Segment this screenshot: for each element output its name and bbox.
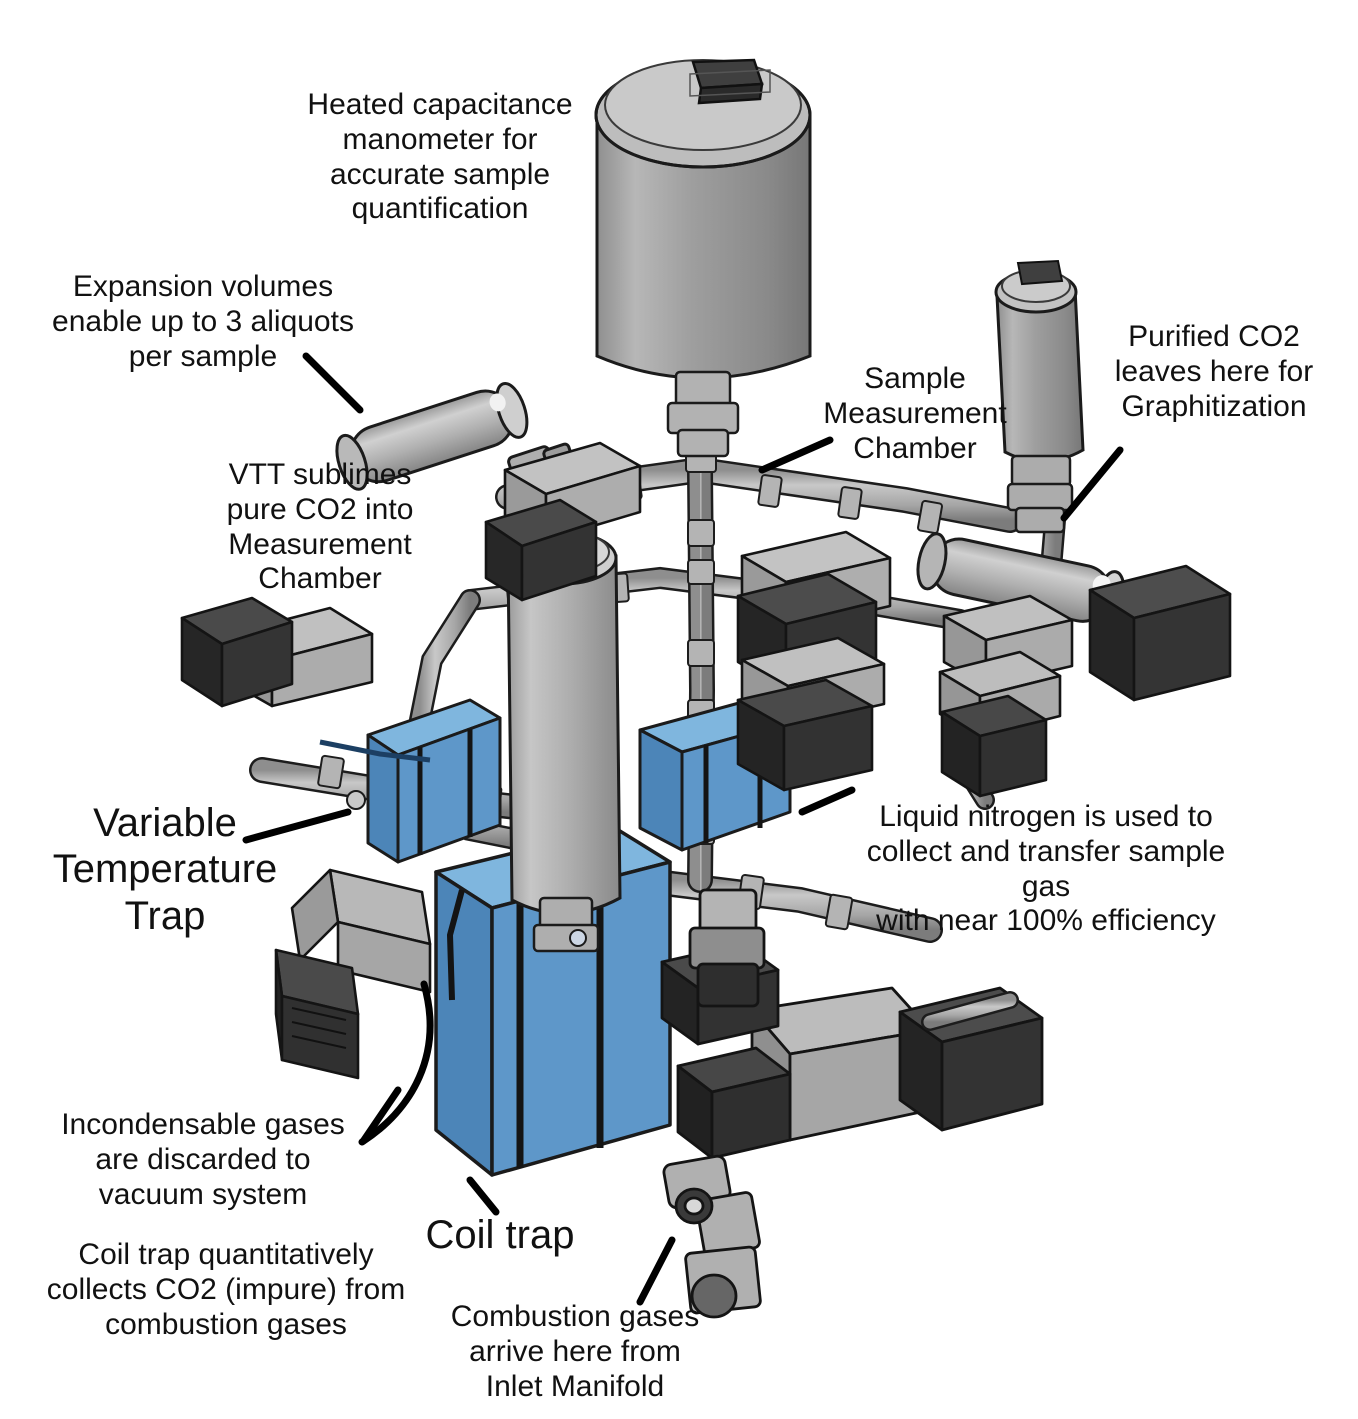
ln2-dewar-right — [638, 698, 792, 852]
heated-capacitance-manometer-body — [594, 59, 812, 380]
leader-sample-chamber — [758, 436, 834, 474]
variable-temperature-trap-label: Variable Temperature Trap — [52, 801, 278, 938]
leader-expansion — [302, 352, 364, 414]
manometer-top-connector — [689, 58, 771, 105]
cable-detail — [319, 739, 587, 947]
pneumatic-valve-actuator — [274, 868, 432, 1080]
purified-co2-outlet: Purified CO2 leaves here for Graphitizat… — [1114, 320, 1314, 423]
heated-capacitance-manometer: Heated capacitance manometer for accurat… — [307, 88, 573, 226]
vtt-sublimes: VTT sublimes pure CO2 into Measurement C… — [226, 458, 414, 596]
leader-vtt-label — [242, 808, 352, 844]
sample-chamber-stem — [532, 896, 600, 953]
leader-ln2 — [798, 786, 856, 816]
leader-combustion — [636, 1236, 676, 1306]
leader-coil-label — [466, 1176, 500, 1216]
incondensable-gases-note: Incondensable gases are discarded to vac… — [61, 1108, 345, 1211]
leader-purified — [1060, 446, 1124, 522]
manometer-stem — [666, 370, 740, 458]
expansion-volumes: Expansion volumes enable up to 3 aliquot… — [52, 270, 354, 373]
leader-incondensable — [360, 1086, 402, 1144]
inlet-manifold-block — [660, 888, 1044, 1319]
purified-co2-outlet-cylinder — [994, 259, 1085, 463]
vtt-dewar-left — [366, 698, 502, 864]
sample-measurement-chamber: Sample Measurement Chamber — [823, 362, 1007, 465]
pneumatic-valve-actuator — [938, 650, 1062, 798]
coil-trap-note: Coil trap quantitatively collects CO2 (i… — [46, 1238, 406, 1341]
pneumatic-valve-actuator — [736, 636, 886, 792]
liquid-nitrogen-note: Liquid nitrogen is used to collect and t… — [866, 800, 1226, 938]
leader-incondensable-curve — [358, 980, 434, 1146]
leader-lines — [242, 352, 1124, 1306]
coil-trap-label: Coil trap — [425, 1213, 575, 1257]
pneumatic-valve-actuator — [484, 441, 642, 602]
combustion-gases-inlet-note: Combustion gases arrive here from Inlet … — [450, 1300, 700, 1403]
pneumatic-valve-actuator — [180, 596, 374, 708]
